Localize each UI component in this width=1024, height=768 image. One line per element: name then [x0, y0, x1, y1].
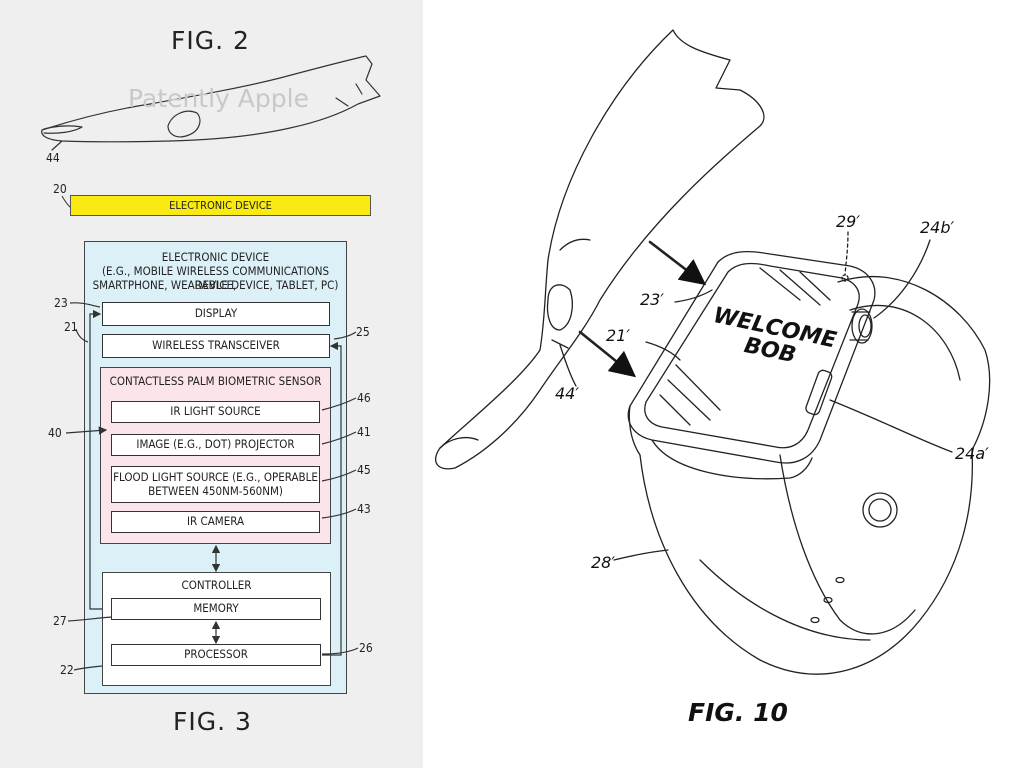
- side-button: [805, 369, 833, 416]
- fig3-sensor-ref: 40: [48, 426, 62, 440]
- fig3-transceiver-ref: 25: [356, 325, 370, 339]
- fig3-projector-ref: 41: [357, 425, 371, 439]
- fig3-outer-title-line3: SMARTPHONE, WEARABLE DEVICE, TABLET, PC): [92, 278, 339, 292]
- fig2-thumbnail: [167, 110, 201, 138]
- fig10-ref-band: 28′: [591, 553, 615, 572]
- fig10-ref-housing: 21′: [606, 326, 630, 345]
- right-panel: [423, 0, 1024, 768]
- fig2-finger-outline: [41, 55, 381, 143]
- fig3-flood-light-source-box: FLOOD LIGHT SOURCE (E.G., OPERABLE BETWE…: [111, 466, 320, 503]
- fig10-ref-finger: 44′: [555, 384, 579, 403]
- fig3-display-box: DISPLAY: [102, 302, 330, 326]
- fig3-ir-camera-box: IR CAMERA: [111, 511, 320, 533]
- fig3-wireless-transceiver-box: WIRELESS TRANSCEIVER: [102, 334, 330, 358]
- fig2-hand-drawing: [41, 55, 381, 211]
- fig3-ir-light-source-box: IR LIGHT SOURCE: [111, 401, 320, 423]
- fig10-ref-button: 24a′: [955, 444, 989, 463]
- fig3-title: FIG. 3: [173, 707, 252, 736]
- fig3-outer-title-line2: (E.G., MOBILE WIRELESS COMMUNICATIONS DE…: [101, 264, 330, 292]
- fig3-flood-light-line1: FLOOD LIGHT SOURCE (E.G., OPERABLE: [113, 469, 318, 484]
- fig2-finger-ref: 44: [46, 151, 60, 165]
- fig10-ref-sensor-window: 29′: [836, 212, 860, 231]
- fig3-flood-light-line2: BETWEEN 450NM-560NM): [148, 483, 283, 498]
- fig2-device-ref: 20: [53, 182, 67, 196]
- fig3-outer-ref: 21: [64, 320, 78, 334]
- watch-case: [627, 250, 876, 464]
- fig10-arrow-bottom: [578, 330, 637, 378]
- fig10-ref-screen: 23′: [640, 290, 664, 309]
- fig3-connectors: [65, 302, 359, 671]
- watermark: Patently Apple: [128, 84, 309, 113]
- band-front: [639, 449, 974, 675]
- right-bus-line: [322, 341, 342, 656]
- watch-screen: [644, 262, 860, 449]
- fig3-flood-light-ref: 45: [357, 463, 371, 477]
- left-bus-line: [89, 309, 102, 610]
- fig10-arrow-top: [648, 240, 707, 286]
- pointing-finger: [435, 29, 765, 470]
- fig3-controller-ref: 22: [60, 663, 74, 677]
- fig2-title: FIG. 2: [171, 26, 250, 55]
- fig3-sensor-title: CONTACTLESS PALM BIOMETRIC SENSOR: [109, 374, 322, 388]
- fig3-ir-light-ref: 46: [357, 391, 371, 405]
- fig10-ref-crown: 24b′: [920, 218, 955, 237]
- finger-nail: [546, 284, 573, 331]
- fig3-memory-ref: 27: [53, 614, 67, 628]
- fig3-display-ref: 23: [54, 296, 68, 310]
- fig3-memory-box: MEMORY: [111, 598, 321, 620]
- band-back: [837, 276, 991, 451]
- digital-crown: [851, 308, 873, 344]
- fig3-controller-title: CONTROLLER: [181, 578, 252, 592]
- fig3-image-projector-box: IMAGE (E.G., DOT) PROJECTOR: [111, 434, 320, 456]
- fig3-processor-ref: 26: [359, 641, 373, 655]
- fig2-electronic-device-bar: ELECTRONIC DEVICE: [70, 195, 371, 216]
- fig10-title: FIG. 10: [688, 698, 788, 727]
- fig2-fingernail: [43, 125, 83, 134]
- fig3-outer-title-line1: ELECTRONIC DEVICE: [161, 250, 270, 264]
- fig3-ir-camera-ref: 43: [357, 502, 371, 516]
- fig3-processor-box: PROCESSOR: [111, 644, 321, 666]
